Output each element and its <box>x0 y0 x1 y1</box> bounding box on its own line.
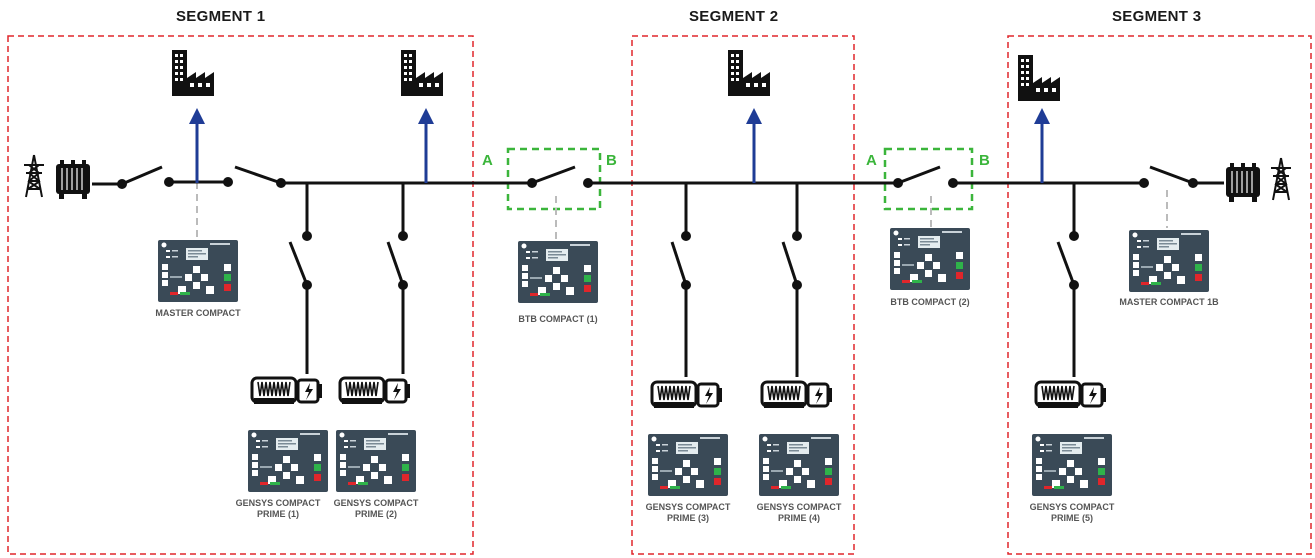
segment-2-box <box>631 35 855 555</box>
gensys-1-label-line1: GENSYS COMPACT <box>235 498 321 508</box>
segment-3-title: SEGMENT 3 <box>1112 8 1202 25</box>
factory-icon <box>1018 55 1060 101</box>
btb1-box <box>506 147 602 211</box>
btb-compact-2-label: BTB COMPACT (2) <box>890 297 970 307</box>
gensys-4-label-line2: PRIME (4) <box>777 513 820 523</box>
controller-icon <box>1129 230 1209 292</box>
gensys-4-label: GENSYS COMPACT PRIME (4) <box>749 502 849 524</box>
gensys-2-label-line1: GENSYS COMPACT <box>333 498 419 508</box>
pylon-icon <box>23 154 45 198</box>
controller-links <box>196 182 1168 240</box>
gensys-3-label-line1: GENSYS COMPACT <box>645 502 731 512</box>
gensys-1-label-line2: PRIME (1) <box>256 509 299 519</box>
gensys-1-label: GENSYS COMPACT PRIME (1) <box>228 498 328 520</box>
btb2-side-b-label: B <box>979 152 990 169</box>
controller-icon <box>1032 434 1112 496</box>
pylon-icon <box>1270 157 1292 201</box>
controller-icon <box>759 434 839 496</box>
factory-icon <box>172 50 214 96</box>
gensys-3-label: GENSYS COMPACT PRIME (3) <box>638 502 738 524</box>
controller-icon <box>648 434 728 496</box>
factory-icon <box>728 50 770 96</box>
controller-icon <box>890 228 970 290</box>
btb1-side-a-label: A <box>482 152 493 169</box>
segment-2-title: SEGMENT 2 <box>689 8 779 25</box>
gensys-4-label-line1: GENSYS COMPACT <box>756 502 842 512</box>
generator-icon <box>760 380 834 410</box>
controller-icon <box>158 240 238 302</box>
segment-1-box <box>7 35 474 555</box>
gensys-2-label-line2: PRIME (2) <box>354 509 397 519</box>
btb1-side-b-label: B <box>606 152 617 169</box>
transformer-icon <box>1225 162 1261 203</box>
controller-icon <box>248 430 328 492</box>
gensys-5-label: GENSYS COMPACT PRIME (5) <box>1022 502 1122 524</box>
master-compact-label: MASTER COMPACT <box>155 308 241 318</box>
master-compact-1b-label: MASTER COMPACT 1B <box>1119 297 1219 307</box>
generator-icon <box>250 376 324 406</box>
factory-icon <box>401 50 443 96</box>
controller-icon <box>336 430 416 492</box>
bus-nodes <box>117 177 1198 189</box>
btb-compact-1-label: BTB COMPACT (1) <box>518 314 598 324</box>
feeders <box>288 183 1076 377</box>
generator-icon <box>338 376 412 406</box>
generator-icon <box>1034 380 1108 410</box>
load-arrows <box>189 108 1050 183</box>
gensys-5-label-line2: PRIME (5) <box>1050 513 1093 523</box>
segment-3-box <box>1007 35 1312 555</box>
btb2-box <box>883 147 974 211</box>
btb2-side-a-label: A <box>866 152 877 169</box>
gensys-3-label-line2: PRIME (3) <box>666 513 709 523</box>
segment-1-title: SEGMENT 1 <box>176 8 266 25</box>
controller-icon <box>518 241 598 303</box>
gensys-2-label: GENSYS COMPACT PRIME (2) <box>326 498 426 520</box>
feeder-nodes <box>302 231 1079 290</box>
transformer-icon <box>55 159 91 200</box>
generator-icon <box>650 380 724 410</box>
main-bus <box>92 165 1224 186</box>
gensys-5-label-line1: GENSYS COMPACT <box>1029 502 1115 512</box>
